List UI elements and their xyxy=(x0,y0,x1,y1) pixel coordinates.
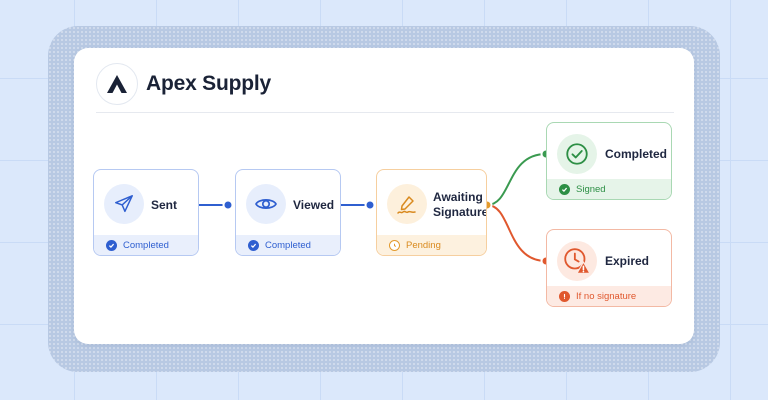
step-viewed[interactable]: Viewed Completed xyxy=(235,169,341,256)
step-status: Completed xyxy=(236,235,340,255)
connector-dot xyxy=(222,199,234,211)
header-divider xyxy=(96,112,674,113)
pending-clock-icon xyxy=(389,239,400,251)
step-label-line: Awaiting xyxy=(433,190,483,204)
step-status: If no signature xyxy=(547,286,671,306)
connector-dot xyxy=(364,199,376,211)
step-expired[interactable]: Expired If no signature xyxy=(546,229,672,307)
check-icon xyxy=(559,183,570,195)
step-status: Signed xyxy=(547,179,671,199)
step-completed[interactable]: Completed Signed xyxy=(546,122,672,200)
apex-logo-icon xyxy=(107,75,127,93)
step-label: Expired xyxy=(605,254,650,268)
warning-icon xyxy=(559,290,570,302)
step-label: Viewed xyxy=(293,198,335,212)
brand-name: Apex Supply xyxy=(146,72,271,95)
completed-icon-wrap xyxy=(557,134,597,174)
clock-warning-icon xyxy=(564,248,591,274)
expired-icon-wrap xyxy=(557,241,597,281)
step-label-line: Signature xyxy=(433,205,487,219)
step-status: Completed xyxy=(94,235,198,255)
step-awaiting-signature[interactable]: Awaiting Signature Pending xyxy=(376,169,487,256)
step-sent[interactable]: Sent Completed xyxy=(93,169,199,256)
awaiting-icon-wrap xyxy=(387,184,427,224)
brand-logo xyxy=(96,63,138,105)
status-text: Signed xyxy=(576,183,606,195)
status-text: Completed xyxy=(123,239,169,251)
check-icon xyxy=(106,239,117,251)
eye-icon xyxy=(255,199,277,209)
step-status: Pending xyxy=(377,235,486,255)
step-label: Awaiting Signature xyxy=(433,190,487,220)
check-icon xyxy=(248,239,259,251)
step-label: Sent xyxy=(151,198,178,212)
check-circle-icon xyxy=(566,143,588,165)
status-text: If no signature xyxy=(576,290,637,302)
signature-pen-icon xyxy=(397,196,416,214)
status-text: Pending xyxy=(406,239,441,251)
sent-icon-wrap xyxy=(104,184,144,224)
connector-awaiting-expired xyxy=(486,204,547,262)
status-text: Completed xyxy=(265,239,311,251)
step-label: Completed xyxy=(605,147,668,161)
viewed-icon-wrap xyxy=(246,184,286,224)
connector-awaiting-completed xyxy=(486,153,547,206)
paper-plane-icon xyxy=(115,195,133,213)
